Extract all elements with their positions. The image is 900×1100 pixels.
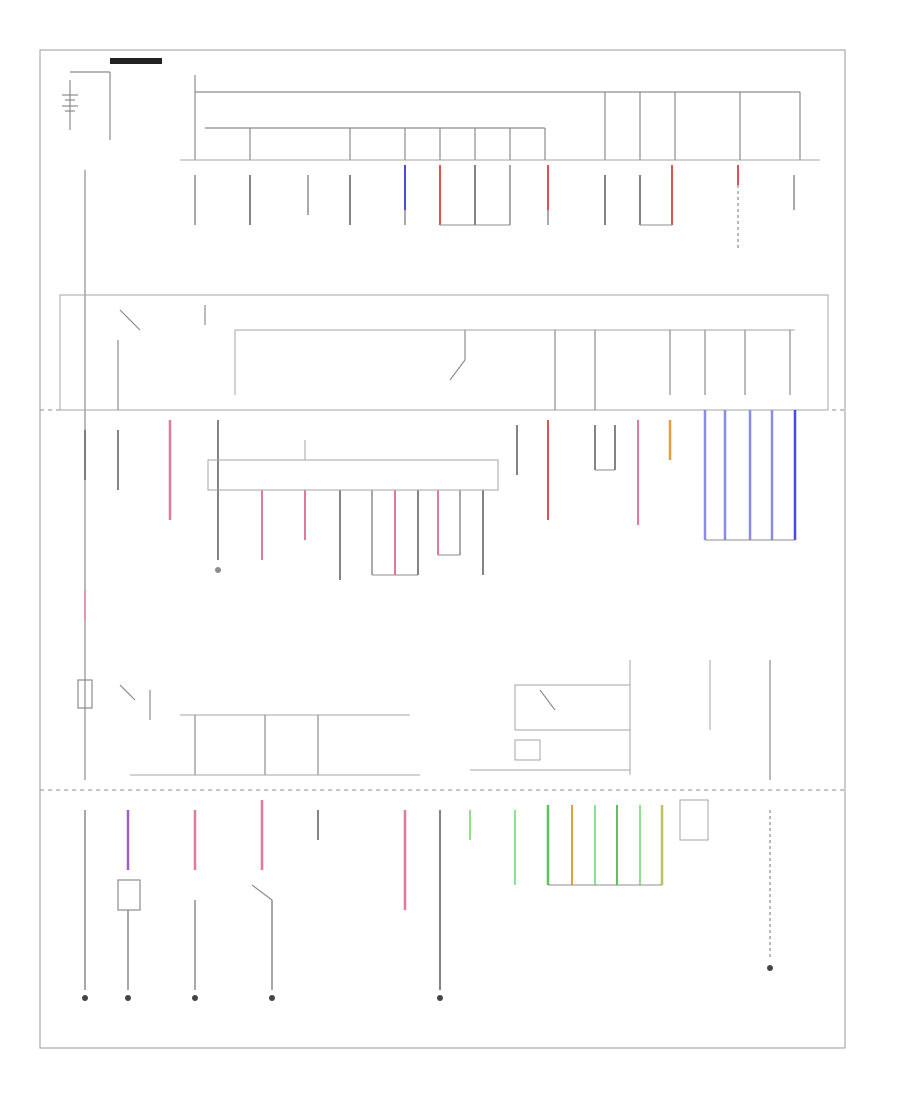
right-relay-block: [514, 684, 631, 731]
top-output-wires: [194, 165, 795, 250]
battery-symbol: [62, 71, 111, 140]
ground-symbols: [82, 965, 773, 1001]
headlight-relay: [77, 679, 151, 720]
bottom-output-wires: [84, 800, 771, 990]
horn-relay-box: [117, 879, 141, 911]
middle-fuse-drops: [449, 330, 791, 410]
sub-junction-box: [207, 459, 499, 491]
junction-block-frame: [59, 294, 829, 411]
ignition-relay: [117, 305, 206, 410]
fusible-link-black: [110, 58, 162, 64]
middle-output-wires: [84, 410, 797, 580]
top-fuse-drops: [249, 92, 741, 160]
ground-point-mid: [215, 567, 221, 573]
diagram-frame: [39, 49, 846, 1049]
